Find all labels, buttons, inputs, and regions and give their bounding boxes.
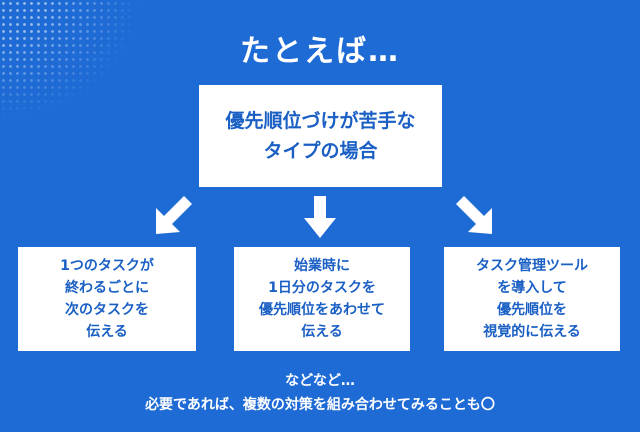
footer-line-1: などなど…: [285, 373, 355, 389]
main-case-box: 優先順位づけが苦手な タイプの場合: [199, 85, 442, 187]
option-text: タスク管理ツール を導入して 優先順位を 視覚的に伝える: [476, 258, 588, 340]
main-case-text: 優先順位づけが苦手な タイプの場合: [225, 110, 416, 162]
footer-line-2: 必要であれば、複数の対策を組み合わせてみることも〇: [145, 397, 495, 413]
halftone-decoration: [0, 0, 200, 140]
option-box: タスク管理ツール を導入して 優先順位を 視覚的に伝える: [444, 247, 620, 351]
option-box: 1つのタスクが 終わるごとに 次のタスクを 伝える: [18, 247, 196, 351]
option-text: 始業時に 1日分のタスクを 優先順位をあわせて 伝える: [259, 258, 385, 340]
arrow-down-right-icon: [456, 196, 492, 234]
page-title: たとえば…: [240, 34, 400, 69]
arrow-down-icon: [304, 196, 336, 238]
option-text: 1つのタスクが 終わるごとに 次のタスクを 伝える: [60, 258, 154, 340]
arrow-down-left-icon: [156, 196, 192, 234]
option-box: 始業時に 1日分のタスクを 優先順位をあわせて 伝える: [234, 247, 410, 351]
